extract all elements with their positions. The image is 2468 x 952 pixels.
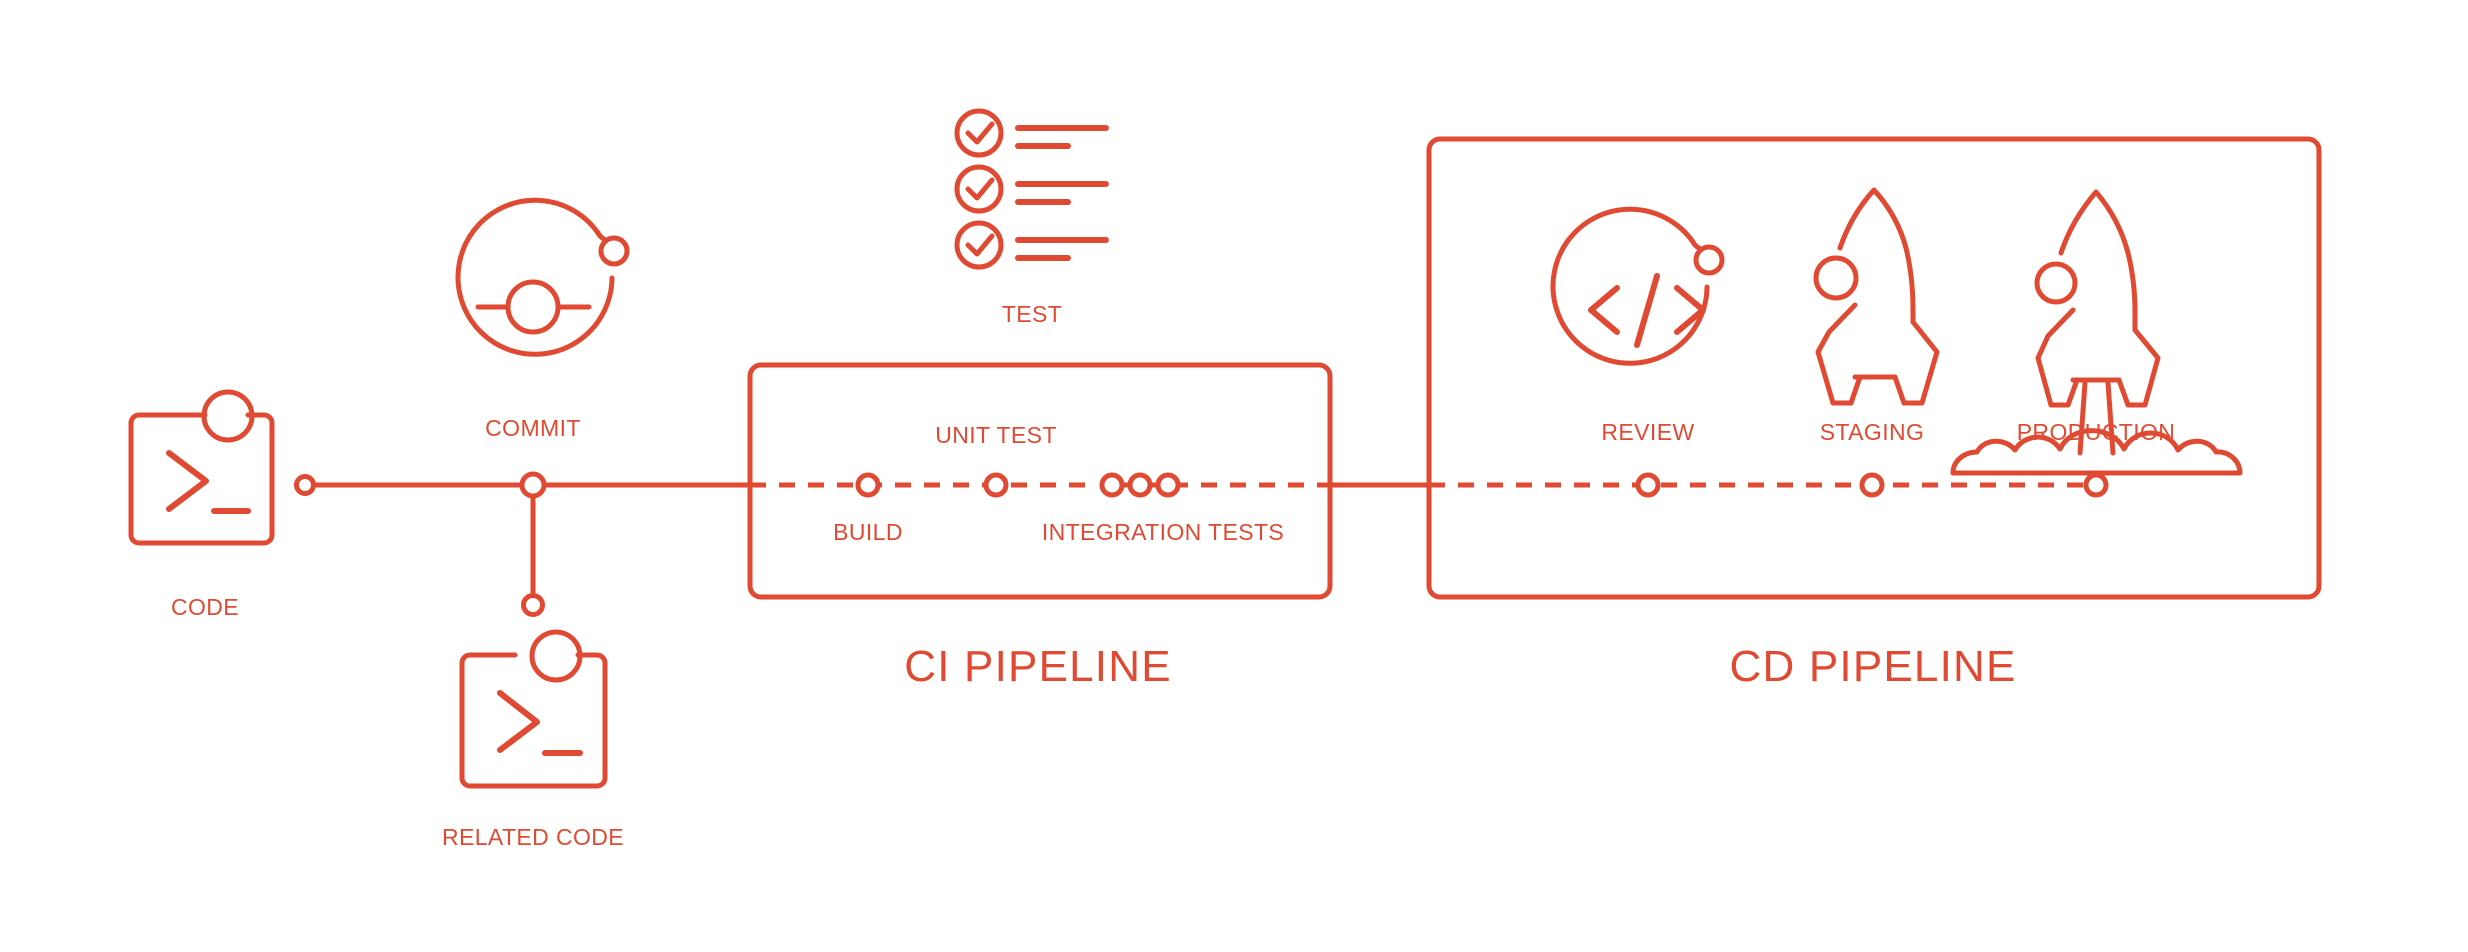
review-angle-right-icon — [1674, 285, 1706, 335]
rocket-launching-icon[interactable] — [1950, 189, 2243, 476]
node-related-code[interactable] — [521, 593, 545, 617]
production-label: PRODUCTION — [2017, 419, 2176, 445]
code-badge-circle — [201, 389, 255, 443]
commit-satellite-circle — [598, 235, 630, 267]
checklist-circle-1 — [954, 108, 1004, 158]
staging-rocket-porthole-icon — [1813, 255, 1859, 301]
unit-test-label: UNIT TEST — [935, 422, 1057, 448]
check-icon-3 — [965, 233, 995, 257]
related-code-label: RELATED CODE — [442, 824, 624, 850]
production-flame-left — [2077, 380, 2088, 456]
node-code-start[interactable] — [294, 474, 316, 496]
checklist-circle-2 — [954, 164, 1004, 214]
check-icon-2 — [965, 177, 995, 201]
integration-tests-label: INTEGRATION TESTS — [1042, 519, 1284, 545]
review-ring — [1550, 206, 1710, 366]
production-rocket-fin-left — [2035, 307, 2080, 408]
related-code-page-outline — [459, 652, 608, 789]
commit-orbit-connector — [595, 230, 607, 242]
commit-label: COMMIT — [485, 415, 581, 441]
production-rocket-porthole-icon — [2034, 261, 2078, 305]
production-rocket-fin-right — [2070, 327, 2161, 408]
production-rocket-nose — [2058, 189, 2138, 333]
related-code-terminal-icon[interactable] — [459, 629, 608, 789]
production-smoke-cloud — [1950, 428, 2243, 476]
node-integration-test-3[interactable] — [1155, 472, 1181, 498]
node-integration-test-2[interactable] — [1127, 472, 1153, 498]
production-flame-right — [2105, 380, 2116, 456]
ci-pipeline-heading: CI PIPELINE — [904, 642, 1172, 691]
node-staging[interactable] — [1859, 472, 1885, 498]
node-production[interactable] — [2083, 472, 2109, 498]
code-label: CODE — [171, 594, 239, 620]
commit-center-circle — [505, 279, 561, 335]
node-build[interactable] — [855, 472, 881, 498]
test-label: TEST — [1002, 301, 1062, 327]
related-code-badge-circle — [529, 629, 583, 683]
review-slash-icon — [1634, 273, 1660, 348]
code-chevron-icon — [166, 450, 209, 512]
code-brackets-circle-icon[interactable] — [1550, 206, 1725, 366]
staging-label: STAGING — [1820, 419, 1925, 445]
build-label: BUILD — [833, 519, 903, 545]
node-review[interactable] — [1635, 472, 1661, 498]
check-icon-1 — [965, 121, 995, 145]
node-commit[interactable] — [519, 471, 547, 499]
review-angle-left-icon — [1588, 285, 1620, 335]
cd-pipeline-heading: CD PIPELINE — [1729, 642, 2016, 691]
rocket-standing-icon[interactable] — [1813, 187, 1940, 406]
node-integration-test-1[interactable] — [1099, 472, 1125, 498]
staging-rocket-fin-left — [1815, 302, 1863, 406]
commit-orbit-ring — [455, 197, 615, 357]
checklist-icon[interactable] — [954, 108, 1109, 270]
cd-pipeline-box — [1426, 136, 2322, 600]
review-label: REVIEW — [1601, 419, 1694, 445]
node-unit-test[interactable] — [983, 472, 1009, 498]
staging-rocket-nose — [1837, 187, 1916, 325]
staging-rocket-fin-right — [1852, 319, 1940, 406]
checklist-circle-3 — [954, 220, 1004, 270]
related-code-chevron-icon — [497, 690, 540, 753]
code-terminal-icon[interactable] — [128, 389, 275, 546]
ci-pipeline-box — [747, 362, 1333, 600]
commit-node-icon[interactable] — [455, 197, 630, 357]
code-page-outline — [128, 412, 275, 546]
review-ring-connector — [1690, 239, 1702, 251]
review-satellite-circle — [1693, 244, 1725, 276]
